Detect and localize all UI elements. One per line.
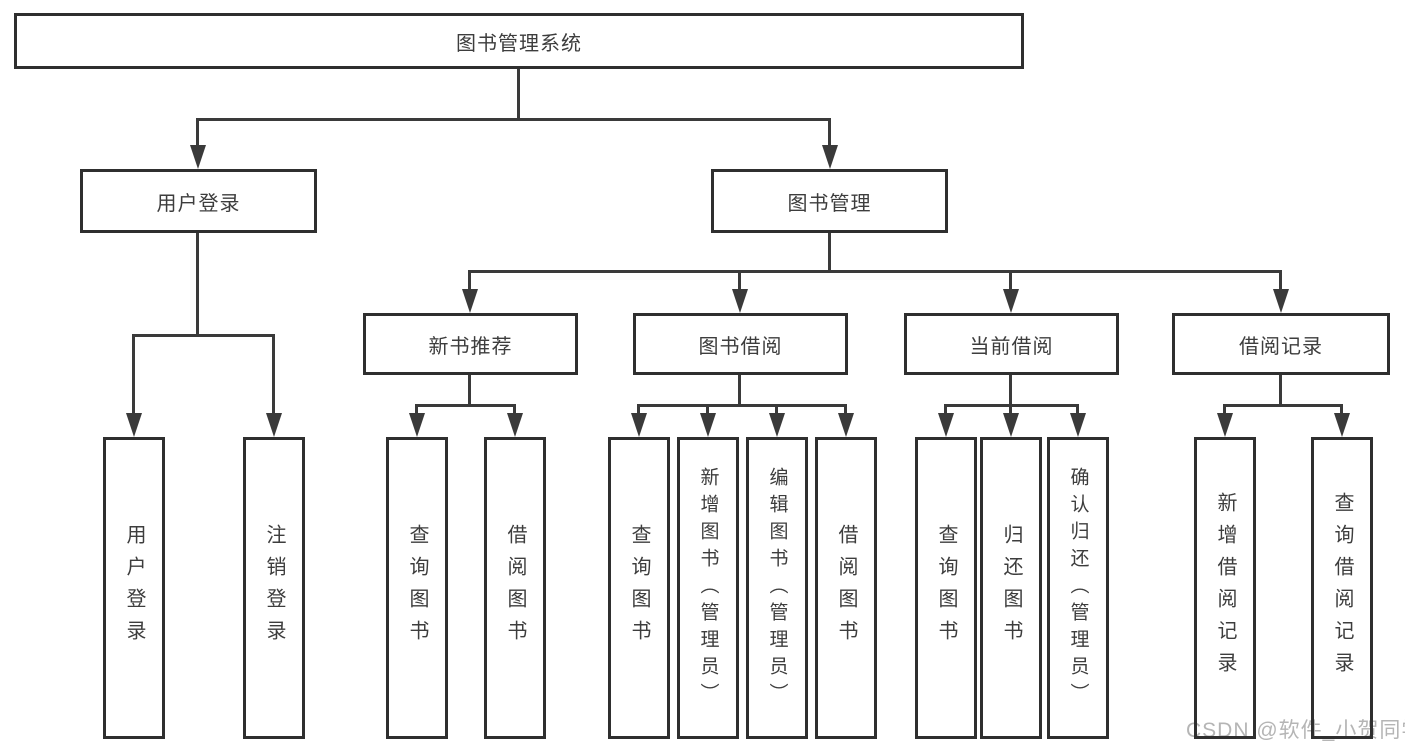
leaf-user-login: 用户登录 <box>103 437 165 739</box>
connector-book-borrow-split <box>638 404 847 407</box>
arrow-down-icon <box>822 145 838 169</box>
connector-to-level3 <box>738 270 741 292</box>
node-book-borrow: 图书借阅 <box>633 313 848 375</box>
watermark: CSDN @软件_小贺同学 <box>1186 719 1405 742</box>
leaf-query-books-current: 查询图书 <box>915 437 977 739</box>
node-root-label: 图书管理系统 <box>456 32 582 55</box>
arrow-down-icon <box>462 289 478 313</box>
leaf-label: 查询借阅记录 <box>1331 492 1353 684</box>
connector-to-leaf <box>706 404 709 418</box>
arrow-down-icon <box>1334 413 1350 437</box>
arrow-down-icon <box>1003 413 1019 437</box>
leaf-query-books-newbooks: 查询图书 <box>386 437 448 739</box>
connector-current-borrow-split <box>945 404 1079 407</box>
arrow-down-icon <box>1273 289 1289 313</box>
arrow-down-icon <box>838 413 854 437</box>
connector-to-leaf <box>1340 404 1343 418</box>
connector-borrow-records-split <box>1224 404 1343 407</box>
leaf-label: 查询图书 <box>628 524 650 652</box>
node-book-mgmt-label: 图书管理 <box>787 192 872 215</box>
leaf-label: 查询图书 <box>935 524 957 652</box>
connector-book-borrow-stem <box>738 375 741 406</box>
node-new-books: 新书推荐 <box>363 313 578 375</box>
connector-root-split <box>197 118 831 121</box>
arrow-down-icon <box>126 413 142 437</box>
connector-book-mgmt-stem <box>828 233 831 273</box>
connector-to-level3 <box>1009 270 1012 292</box>
arrow-down-icon <box>732 289 748 313</box>
connector-to-level3 <box>468 270 471 292</box>
connector-to-leaf <box>1076 404 1079 418</box>
node-book-mgmt: 图书管理 <box>711 169 948 233</box>
connector-to-leaf <box>944 404 947 418</box>
arrow-down-icon <box>1003 289 1019 313</box>
connector-book-mgmt-split <box>469 270 1282 273</box>
connector-to-user-login <box>196 118 199 152</box>
leaf-confirm-return-admin: 确认归还（管理员） <box>1047 437 1109 739</box>
leaf-logout: 注销登录 <box>243 437 305 739</box>
connector-to-level3 <box>1279 270 1282 292</box>
connector-to-leaf <box>415 404 418 418</box>
connector-new-books-stem <box>468 375 471 406</box>
leaf-label: 借阅图书 <box>835 524 857 652</box>
leaf-query-borrow-record: 查询借阅记录 <box>1311 437 1373 739</box>
arrow-down-icon <box>190 145 206 169</box>
node-user-login-label: 用户登录 <box>156 192 241 215</box>
connector-to-leaf <box>1223 404 1226 418</box>
connector-to-leaf <box>272 334 275 418</box>
arrow-down-icon <box>507 413 523 437</box>
arrow-down-icon <box>1217 413 1233 437</box>
node-root: 图书管理系统 <box>14 13 1024 69</box>
connector-to-leaf <box>132 334 135 418</box>
node-current-borrow: 当前借阅 <box>904 313 1119 375</box>
arrow-down-icon <box>631 413 647 437</box>
leaf-label: 查询图书 <box>406 524 428 652</box>
node-borrow-records: 借阅记录 <box>1172 313 1390 375</box>
leaf-label: 新增图书（管理员） <box>697 466 719 710</box>
node-user-login: 用户登录 <box>80 169 317 233</box>
arrow-down-icon <box>1070 413 1086 437</box>
connector-to-leaf <box>844 404 847 418</box>
connector-to-book-mgmt <box>828 118 831 152</box>
leaf-label: 用户登录 <box>123 524 145 652</box>
leaf-borrow-books-newbooks: 借阅图书 <box>484 437 546 739</box>
leaf-add-borrow-record: 新增借阅记录 <box>1194 437 1256 739</box>
leaf-label: 确认归还（管理员） <box>1067 466 1089 710</box>
connector-user-login-stem <box>196 233 199 336</box>
connector-to-leaf <box>775 404 778 418</box>
connector-current-borrow-stem <box>1009 375 1012 406</box>
leaf-edit-books-admin: 编辑图书（管理员） <box>746 437 808 739</box>
connector-borrow-records-stem <box>1279 375 1282 406</box>
leaf-add-books-admin: 新增图书（管理员） <box>677 437 739 739</box>
node-new-books-label: 新书推荐 <box>428 335 513 358</box>
leaf-borrow-books: 借阅图书 <box>815 437 877 739</box>
connector-to-leaf <box>513 404 516 418</box>
leaf-label: 归还图书 <box>1000 524 1022 652</box>
connector-to-leaf <box>1009 404 1012 418</box>
leaf-return-books: 归还图书 <box>980 437 1042 739</box>
node-borrow-records-label: 借阅记录 <box>1239 335 1323 358</box>
arrow-down-icon <box>938 413 954 437</box>
leaf-label: 编辑图书（管理员） <box>766 466 788 710</box>
arrow-down-icon <box>769 413 785 437</box>
leaf-label: 借阅图书 <box>504 524 526 652</box>
leaf-query-books-borrow: 查询图书 <box>608 437 670 739</box>
connector-user-login-split <box>133 334 275 337</box>
arrow-down-icon <box>700 413 716 437</box>
connector-to-leaf <box>637 404 640 418</box>
leaf-label: 注销登录 <box>263 524 285 652</box>
connector-root-stem <box>517 67 520 120</box>
node-book-borrow-label: 图书借阅 <box>698 335 783 358</box>
leaf-label: 新增借阅记录 <box>1214 492 1236 684</box>
node-current-borrow-label: 当前借阅 <box>969 335 1054 358</box>
connector-new-books-split <box>416 404 516 407</box>
arrow-down-icon <box>266 413 282 437</box>
arrow-down-icon <box>409 413 425 437</box>
